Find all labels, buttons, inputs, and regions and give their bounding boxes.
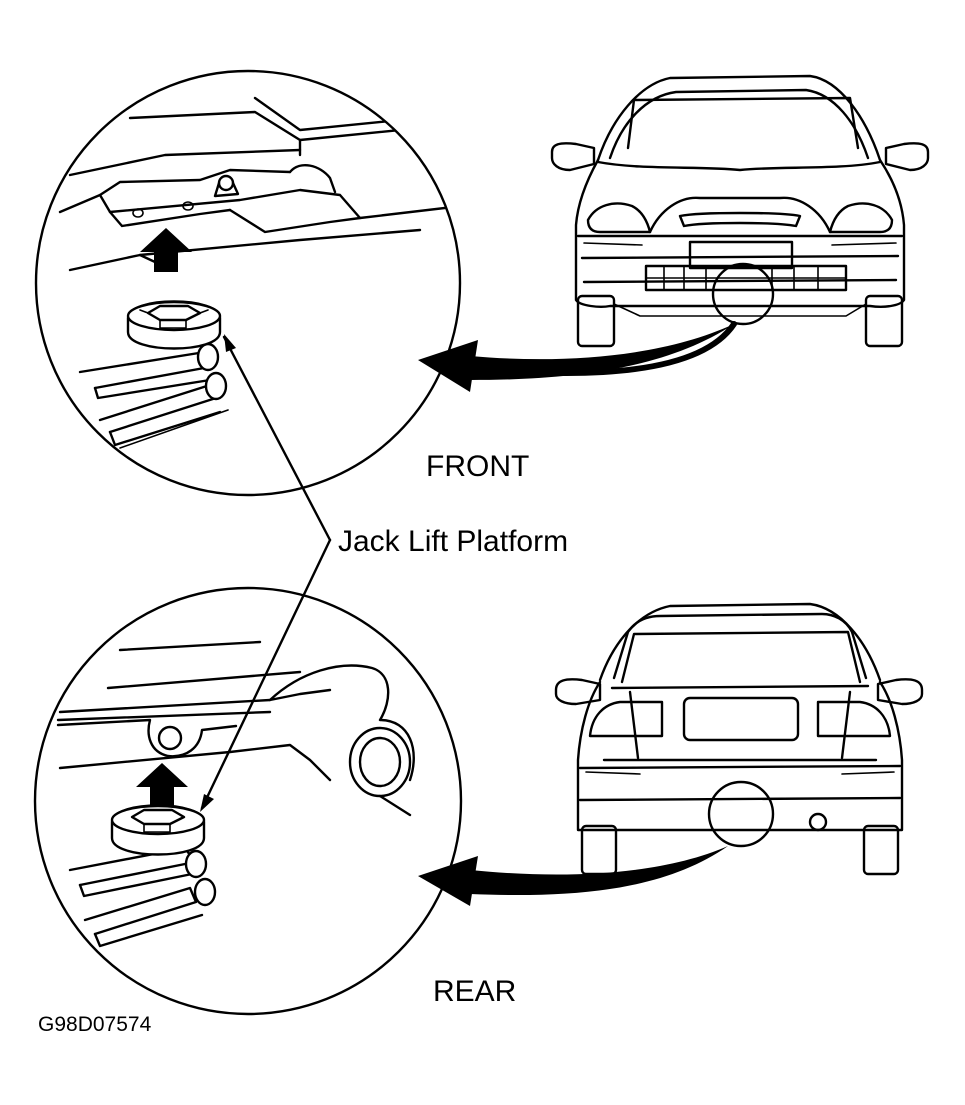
front-label: FRONT xyxy=(426,450,529,483)
rear-label: REAR xyxy=(433,975,516,1008)
front-view-car xyxy=(418,74,930,392)
front-detail-circle xyxy=(34,69,462,497)
rear-lift-arrow xyxy=(136,763,188,806)
rear-view-car xyxy=(418,602,924,906)
jack-lift-platform-leaders xyxy=(200,334,332,812)
figure-code: G98D07574 xyxy=(38,1013,152,1036)
jack-lift-platform-label: Jack Lift Platform xyxy=(338,525,568,558)
front-lift-arrow xyxy=(140,228,192,272)
rear-detail-circle xyxy=(33,586,463,1016)
